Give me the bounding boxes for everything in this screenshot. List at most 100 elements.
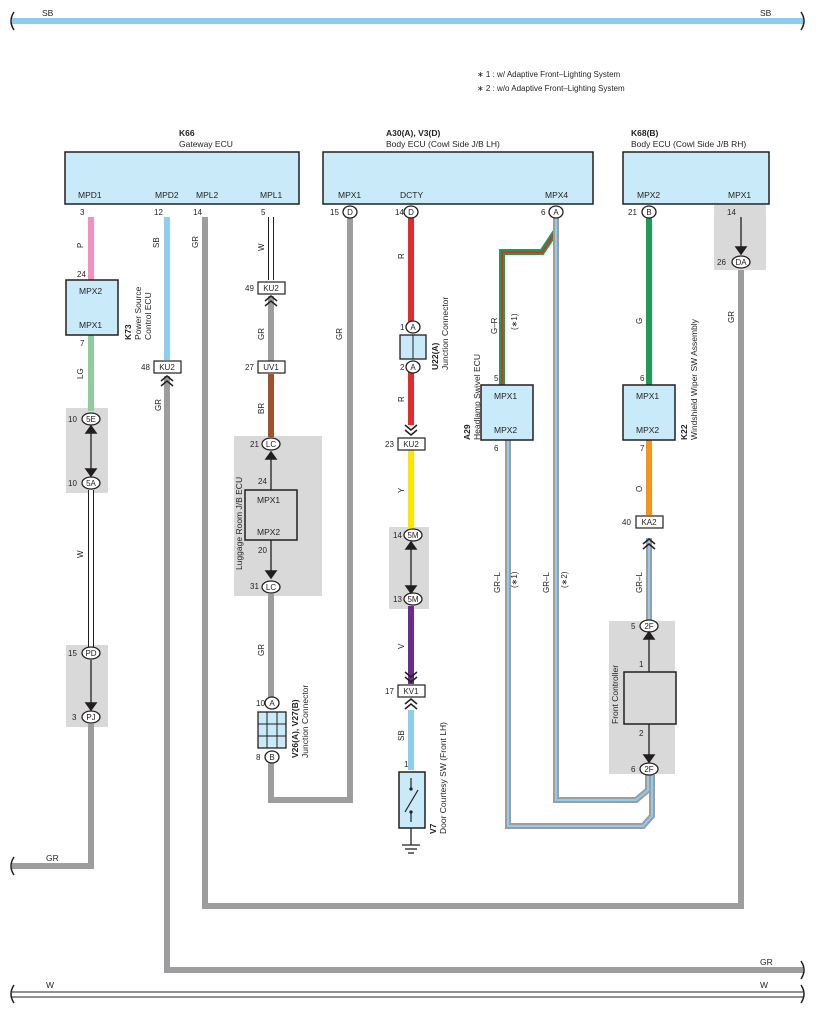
wire-label-g-r: G–R: [490, 317, 499, 334]
pin-num-mpl2: 14: [193, 208, 202, 217]
svg-text:2F: 2F: [644, 622, 653, 631]
a29-num1: 5: [494, 374, 499, 383]
svg-text:LC: LC: [266, 583, 276, 592]
svg-text:14: 14: [393, 531, 402, 540]
k73-pin2: MPX1: [79, 320, 102, 330]
v26-name: Junction Connector: [300, 685, 310, 758]
wiper-sw-assembly: 6 MPX1 MPX2 7 K22 Windshield Wiper SW As…: [622, 318, 699, 453]
wire-label-grl2: GR–L: [542, 572, 551, 593]
connector-ku2-23: 23 KU2: [385, 437, 426, 451]
wire-label-gr-mpl2: GR: [191, 236, 200, 248]
pin-num-dcty: 14: [395, 208, 404, 217]
front-c2-num: 6: [631, 765, 636, 774]
w-bus-left-label: W: [46, 980, 54, 990]
svg-text:KU2: KU2: [403, 440, 419, 449]
door-courtesy-sw: 1 V7 Door Courtesy SW (Front LH): [398, 722, 448, 854]
wire-label-o: O: [635, 486, 644, 492]
sb-bus: SB SB: [10, 8, 805, 31]
pin-mpd2: MPD2: [155, 190, 179, 200]
k22-num1: 6: [640, 374, 645, 383]
pin-conn-dcty: D: [403, 205, 419, 219]
u22-name: Junction Connector: [440, 297, 450, 370]
k22-code: K22: [679, 424, 689, 440]
lug-name: Luggage Room J/B ECU: [234, 477, 244, 570]
wire-label-sb2: SB: [397, 730, 406, 741]
connector-5m-13: 13 5M: [393, 592, 423, 606]
a29-num2: 6: [494, 444, 499, 453]
svg-text:A: A: [410, 363, 416, 372]
svg-text:PJ: PJ: [86, 713, 95, 722]
pin-dcty: DCTY: [400, 190, 423, 200]
pin-num-mpx2-rh: 21: [628, 208, 637, 217]
front-controller: 5 2F 1 2 6 2F Front Controller: [610, 619, 677, 776]
note-2: ∗ 2 : w/o Adaptive Front–Lighting System: [477, 84, 625, 93]
wire-label-star1: (∗1): [510, 313, 519, 330]
svg-text:48: 48: [141, 363, 150, 372]
pin-mpl2: MPL2: [196, 190, 218, 200]
pin-conn-mpx1-lh: D: [342, 205, 358, 219]
svg-text:A: A: [410, 323, 416, 332]
k73-num2: 7: [80, 339, 85, 348]
k73-pin1: MPX2: [79, 286, 102, 296]
wire-label-r2: R: [397, 396, 406, 402]
connector-ku2-49: 49 KU2: [245, 281, 286, 295]
wire-label-y: Y: [397, 487, 406, 493]
connector-ka2-40: 40 KA2: [622, 515, 664, 529]
k73-code: K73: [123, 324, 133, 340]
wire-label-gr3: GR: [257, 328, 266, 340]
body-ecu-lh-name: Body ECU (Cowl Side J/B LH): [386, 139, 500, 149]
luggage-jb-ecu: MPX1 MPX2 24 20 Luggage Room J/B ECU 21 …: [234, 437, 298, 594]
svg-text:13: 13: [393, 595, 402, 604]
gateway-ecu-name: Gateway ECU: [179, 139, 233, 149]
svg-text:10: 10: [68, 479, 77, 488]
pin-num-mpx1-lh: 15: [330, 208, 339, 217]
k73-num1: 24: [77, 270, 86, 279]
k22-pin2: MPX2: [636, 425, 659, 435]
junction-v26: 10 A 8 B V26(A), V27(B) Junction Connect…: [256, 685, 310, 764]
wire-label-r1: R: [397, 253, 406, 259]
front-num2: 2: [639, 729, 644, 738]
pin-num-mpd2: 12: [154, 208, 163, 217]
wire-label-lg: LG: [76, 368, 85, 379]
lug-c1-num: 21: [250, 440, 259, 449]
wires: [12, 217, 803, 973]
v7-num1: 1: [404, 760, 409, 769]
bottom-buses: GR GR W W: [10, 853, 805, 1004]
lug-num1: 24: [258, 477, 267, 486]
v26-num1: 10: [256, 699, 265, 708]
svg-text:5M: 5M: [407, 595, 418, 604]
pin-num-mpl1: 5: [261, 208, 266, 217]
wire-label-w2: W: [257, 243, 266, 251]
svg-text:A: A: [553, 208, 559, 217]
wire-label-gr-mpx1: GR: [335, 328, 344, 340]
v26-code: V26(A), V27(B): [290, 699, 300, 758]
pin-mpx2-rh: MPX2: [637, 190, 660, 200]
v26-num2: 8: [256, 753, 261, 762]
u22-num1: 1: [400, 323, 405, 332]
connector-ku2-48: 48 KU2: [141, 360, 182, 374]
pin-mpx1-rh: MPX1: [728, 190, 751, 200]
wire-label-gr4: GR: [257, 644, 266, 656]
sb-bus-label-left: SB: [42, 8, 54, 18]
svg-text:KV1: KV1: [403, 687, 419, 696]
svg-text:B: B: [646, 208, 651, 217]
svg-text:49: 49: [245, 284, 254, 293]
lug-c2-num: 31: [250, 582, 259, 591]
svg-text:KU2: KU2: [263, 284, 279, 293]
svg-text:D: D: [408, 208, 414, 217]
pin-num-mpx4: 6: [541, 208, 546, 217]
svg-text:17: 17: [385, 687, 394, 696]
svg-text:10: 10: [68, 415, 77, 424]
body-ecu-lh-code: A30(A), V3(D): [386, 128, 440, 138]
front-c1-num: 5: [631, 622, 636, 631]
headlamp-swivel-ecu: 5 MPX1 MPX2 6 A29 Headlamp Swivel ECU: [462, 354, 534, 453]
a29-pin1: MPX1: [494, 391, 517, 401]
svg-text:LC: LC: [266, 440, 276, 449]
a29-code: A29: [462, 424, 472, 440]
